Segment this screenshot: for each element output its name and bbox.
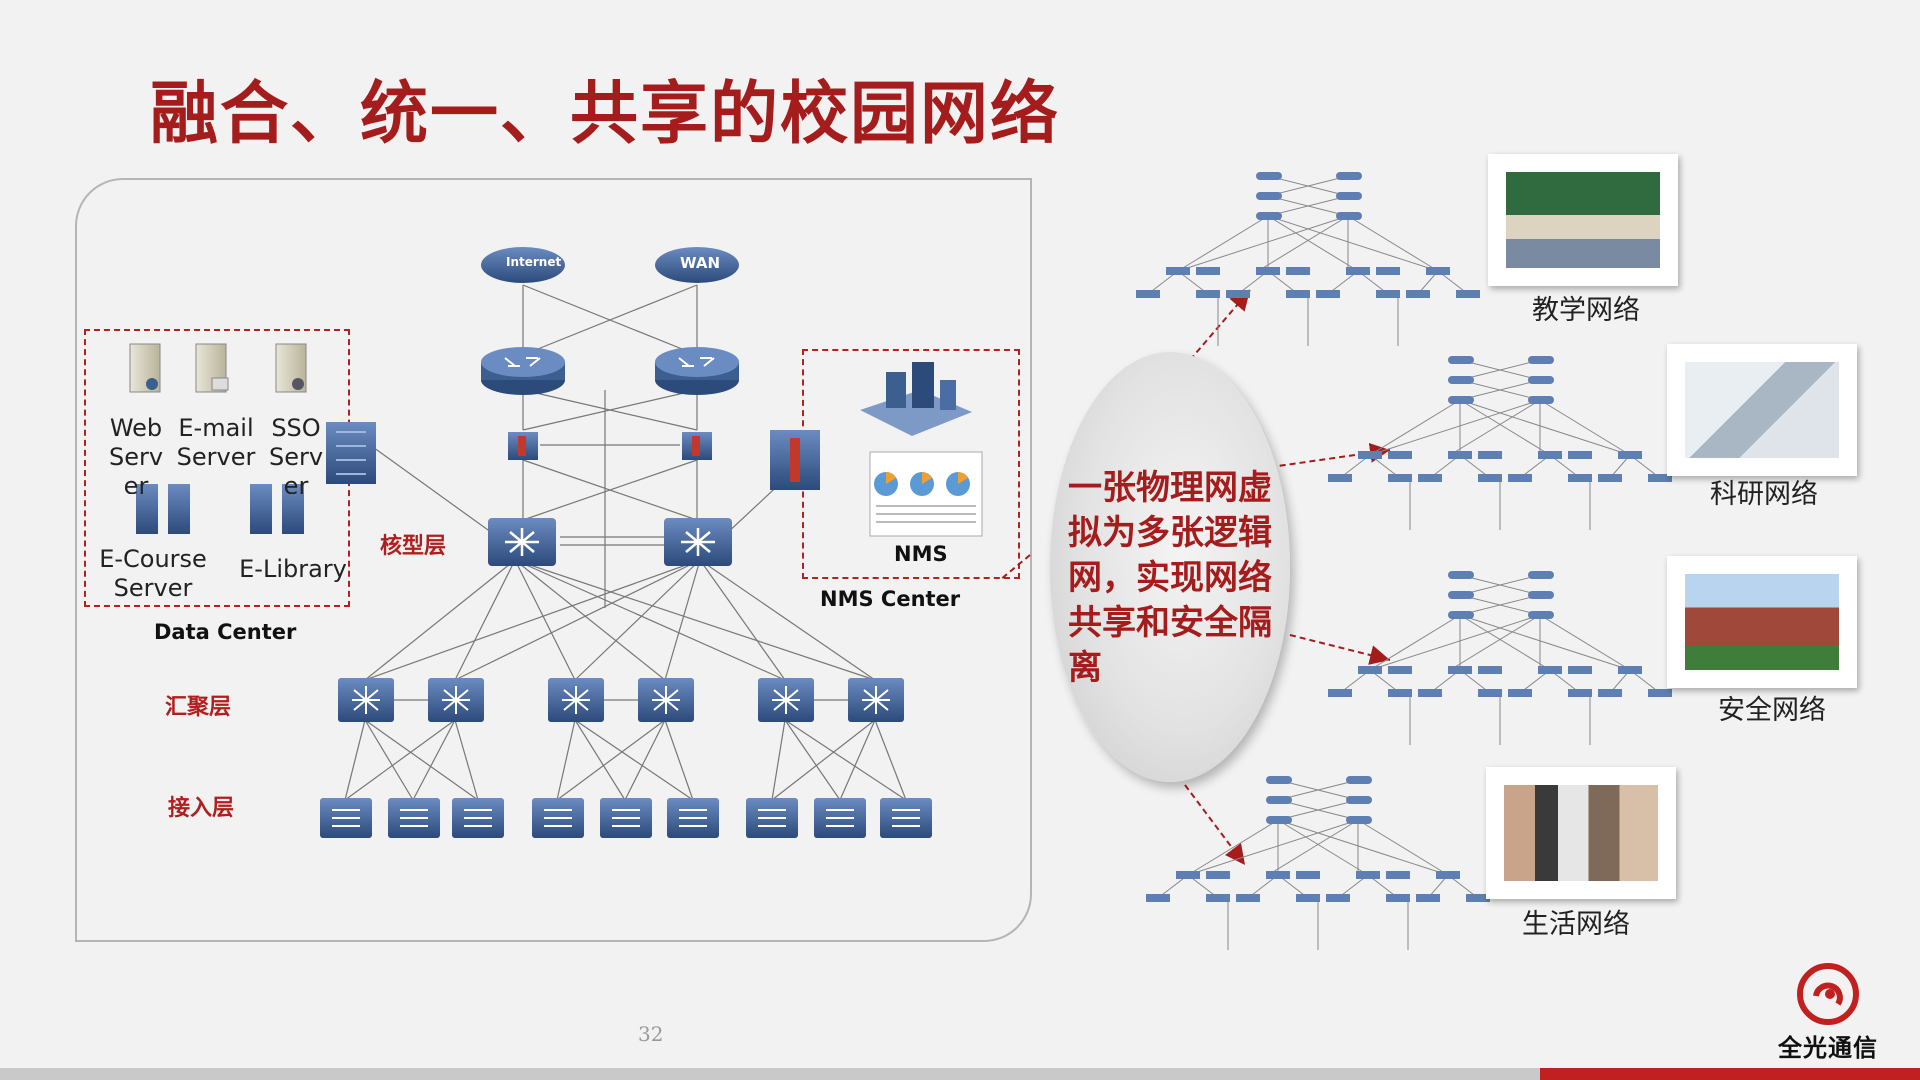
- internet-node: [481, 247, 565, 283]
- firewall-left: [508, 432, 538, 460]
- internet-label: Internet: [506, 255, 562, 269]
- company-logo-text: 全光通信: [1778, 1034, 1878, 1062]
- router-right: [655, 347, 739, 395]
- aggregation-layer-label: 汇聚层: [165, 695, 232, 720]
- wan-node: [655, 247, 739, 283]
- data-center-caption: Data Center: [154, 620, 297, 644]
- core-switch-right: [664, 518, 732, 566]
- router-left: [481, 347, 565, 395]
- access-switches: [320, 798, 932, 838]
- company-logo-icon: [1797, 963, 1859, 1025]
- ecourse-server-label: E-Course Server: [99, 545, 207, 602]
- research-photo: [1667, 344, 1857, 476]
- security-network-label: 安全网络: [1718, 695, 1826, 726]
- firewall-datacenter: [326, 422, 376, 484]
- nms-building-icon: [860, 362, 972, 436]
- firewall-nms: [770, 430, 820, 490]
- teaching-photo: [1488, 154, 1678, 286]
- sso-server-label: SSO Serv er: [268, 414, 324, 494]
- security-photo: [1667, 556, 1857, 688]
- wan-label: WAN: [680, 254, 721, 272]
- core-switch-left: [488, 518, 556, 566]
- research-network-label: 科研网络: [1710, 479, 1818, 510]
- nms-dashboard-icon: [869, 451, 983, 537]
- nms-center-caption: NMS Center: [820, 587, 961, 611]
- virtualization-text: 一张物理网虚拟为多张逻辑网，实现网络共享和安全隔离: [1068, 468, 1272, 688]
- bottom-accent-bar: [1540, 1068, 1920, 1080]
- teaching-network-label: 教学网络: [1532, 295, 1640, 326]
- virtualization-ellipse: [1050, 352, 1290, 782]
- aggregation-switches: [338, 678, 904, 722]
- topology-links: [344, 284, 907, 801]
- nms-label: NMS: [894, 542, 948, 566]
- bottom-bar: [0, 1068, 1920, 1080]
- page-title: 融合、统一、共享的校园网络: [150, 75, 1061, 154]
- page-number: 32: [638, 1022, 664, 1046]
- living-photo: [1486, 767, 1676, 899]
- core-layer-label: 核型层: [380, 534, 447, 559]
- web-server-label: Web Serv er: [108, 414, 164, 494]
- email-server-label: E-mail Server: [176, 414, 256, 471]
- elibrary-server-label: E-Library: [239, 555, 347, 583]
- server-icons: [129, 343, 307, 534]
- living-network-label: 生活网络: [1522, 909, 1630, 940]
- firewall-right: [682, 432, 712, 460]
- access-layer-label: 接入层: [168, 796, 235, 821]
